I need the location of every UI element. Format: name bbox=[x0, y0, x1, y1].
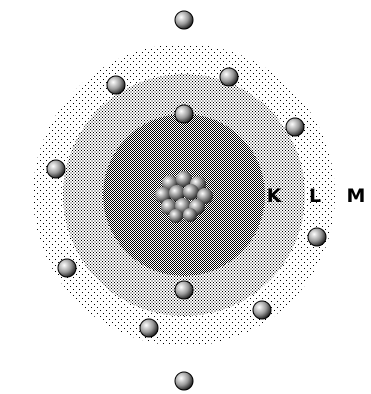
electron bbox=[175, 105, 193, 123]
electron bbox=[107, 76, 125, 94]
electron bbox=[308, 228, 326, 246]
nucleon bbox=[169, 209, 183, 223]
electron bbox=[47, 160, 65, 178]
nucleon bbox=[183, 208, 197, 222]
electron bbox=[175, 281, 193, 299]
shell-label-l: L bbox=[309, 185, 321, 207]
electron bbox=[253, 301, 271, 319]
electron bbox=[175, 11, 193, 29]
electron bbox=[220, 68, 238, 86]
shell-label-m: M bbox=[347, 185, 366, 207]
shell-label-k: K bbox=[267, 185, 283, 207]
electron bbox=[286, 118, 304, 136]
electron bbox=[58, 259, 76, 277]
electron bbox=[175, 372, 193, 390]
nucleon bbox=[183, 184, 199, 200]
electron bbox=[140, 319, 158, 337]
